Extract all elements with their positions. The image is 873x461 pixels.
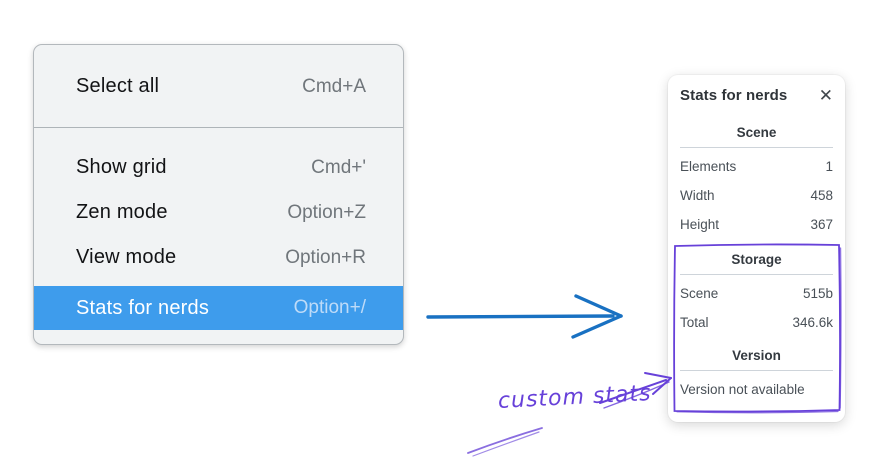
stat-row: Width 458: [680, 181, 833, 210]
menu-divider: [34, 127, 403, 128]
close-icon[interactable]: ✕: [818, 86, 833, 105]
stat-row: Elements 1: [680, 152, 833, 181]
stat-label: Total: [680, 315, 709, 330]
stat-value: 367: [810, 217, 833, 232]
stats-panel-header: Stats for nerds ✕: [680, 87, 833, 104]
menu-section-top: Select all Cmd+A: [34, 45, 403, 127]
menu-item-shortcut: Cmd+': [311, 156, 366, 178]
menu-item-label: Zen mode: [76, 201, 168, 223]
stats-panel-title: Stats for nerds: [680, 87, 788, 104]
section-heading: Scene: [736, 125, 777, 140]
stat-value: 346.6k: [792, 315, 833, 330]
menu-item-shortcut: Option+R: [285, 246, 366, 268]
stat-label: Height: [680, 217, 720, 232]
menu-item-stats-for-nerds[interactable]: Stats for nerds Option+/: [34, 286, 403, 330]
stat-value: 458: [810, 188, 833, 203]
menu-item-shortcut: Cmd+A: [302, 75, 366, 97]
menu-item-shortcut: Option+Z: [287, 201, 366, 223]
stat-value: 1: [825, 159, 833, 174]
menu-item-show-grid[interactable]: Show grid Cmd+': [34, 145, 403, 190]
stats-for-nerds-panel: Stats for nerds ✕ Scene Elements 1 Width…: [668, 75, 845, 422]
menu-item-label: Select all: [76, 75, 160, 97]
section-heading: Version: [732, 348, 781, 363]
custom-stats-annotation: custom stats: [497, 380, 653, 414]
section-rule: [680, 370, 833, 371]
menu-section-main: Show grid Cmd+' Zen mode Option+Z View m…: [34, 128, 403, 330]
section-rule: [680, 147, 833, 148]
stat-row: Total 346.6k: [680, 308, 833, 337]
stats-section-version: Version Version not available: [680, 347, 833, 397]
menu-item-label: Stats for nerds: [76, 296, 210, 319]
section-rule: [680, 274, 833, 275]
stat-value: 515b: [802, 286, 833, 301]
menu-item-zen-mode[interactable]: Zen mode Option+Z: [34, 190, 403, 235]
stat-label: Scene: [680, 286, 719, 301]
context-menu: Select all Cmd+A Show grid Cmd+' Zen mod…: [33, 44, 404, 345]
stat-row: Height 367: [680, 210, 833, 239]
menu-item-select-all[interactable]: Select all Cmd+A: [34, 64, 403, 109]
stat-label: Width: [680, 188, 715, 203]
version-note: Version not available: [680, 382, 805, 397]
stats-section-scene: Scene Elements 1 Width 458 Height 367: [680, 124, 833, 239]
blue-arrow: [426, 294, 623, 339]
section-heading: Storage: [731, 252, 782, 267]
menu-item-shortcut: Option+/: [293, 297, 366, 318]
menu-item-label: View mode: [76, 246, 177, 268]
sketch-stroke: [467, 427, 543, 457]
stat-label: Elements: [680, 159, 737, 174]
stat-row: Scene 515b: [680, 279, 833, 308]
menu-item-view-mode[interactable]: View mode Option+R: [34, 235, 403, 280]
menu-item-label: Show grid: [76, 156, 167, 178]
stats-section-storage: Storage Scene 515b Total 346.6k: [680, 251, 833, 337]
